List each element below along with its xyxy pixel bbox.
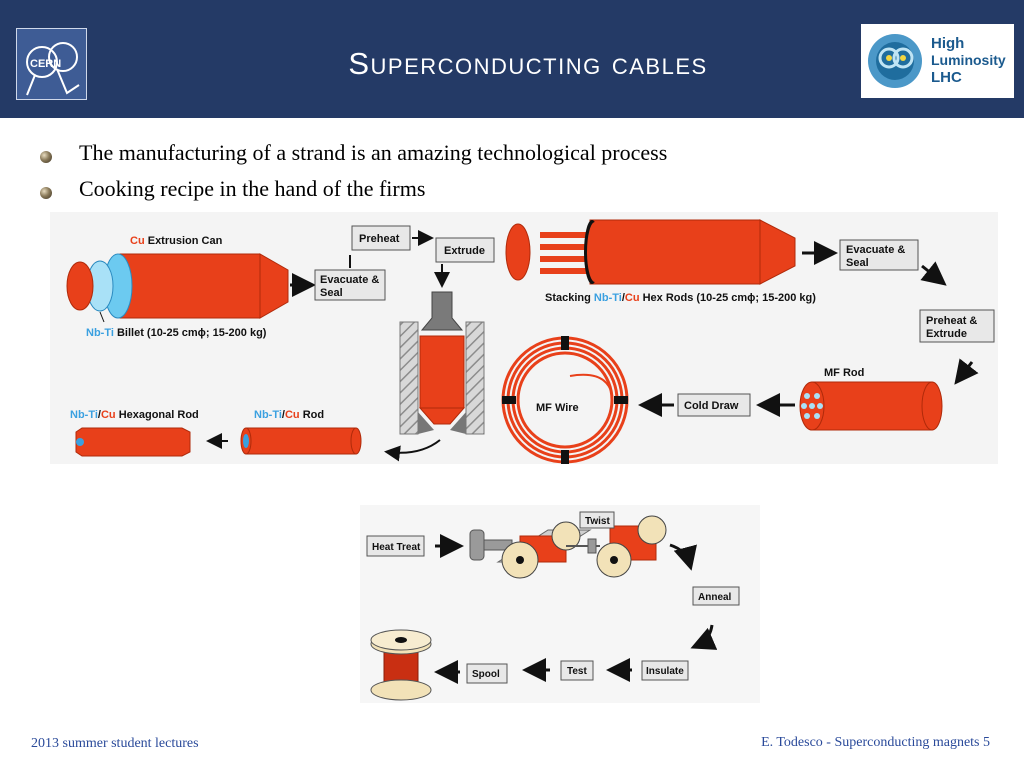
nbti-label: Nb-Ti <box>86 327 114 339</box>
cold-draw-label: Cold Draw <box>684 400 739 412</box>
stacking-label: Stacking <box>545 292 594 304</box>
bullet-text-1: The manufacturing of a strand is an amaz… <box>79 140 668 165</box>
rod-cu: Cu <box>285 409 300 421</box>
extrusion-press <box>384 291 485 462</box>
hl-logo-line3: LHC <box>931 69 962 86</box>
rod-label: Rod <box>300 409 324 421</box>
bullet-icon <box>40 151 52 163</box>
hex-rod-stack <box>505 219 796 285</box>
round-rod <box>240 427 362 455</box>
header-bar: CERN Superconducting cables High Luminos… <box>0 0 1024 118</box>
preheat-extrude-line1: Preheat & <box>926 315 977 327</box>
svg-text:Nb-Ti/Cu Rod: Nb-Ti/Cu Rod <box>254 409 324 421</box>
hex-rod-label: Hexagonal Rod <box>116 409 199 421</box>
rod-nbti: Nb-Ti <box>254 409 282 421</box>
twist-label: Twist <box>585 516 610 527</box>
svg-text:Cu Extrusion Can: Cu Extrusion Can <box>130 235 223 247</box>
stacking-hex-rods: Hex Rods (10-25 cm <box>640 292 748 304</box>
anneal-label: Anneal <box>698 592 732 603</box>
hl-logo-line2: Luminosity <box>931 52 1006 68</box>
hl-logo-line1: High <box>931 35 964 52</box>
mf-wire-label: MF Wire <box>536 402 579 414</box>
billet-label: Billet (10-25 cm <box>114 327 198 339</box>
footer-right: E. Todesco - Superconducting magnets 5 <box>761 735 990 750</box>
slide-title: Superconducting cables <box>348 46 708 81</box>
evacuate-seal-2-line1: Evacuate & <box>846 244 905 256</box>
svg-text:Nb-Ti/Cu Hexagonal Rod: Nb-Ti/Cu Hexagonal Rod <box>70 409 199 421</box>
insulate-label: Insulate <box>646 666 684 677</box>
svg-text:Stacking Nb-Ti/Cu Hex Rods (10: Stacking Nb-Ti/Cu Hex Rods (10-25 cmϕ; 1… <box>545 292 816 304</box>
cu-label: Cu <box>130 235 145 247</box>
phi-symbol: ϕ <box>747 292 755 304</box>
wire-spool <box>370 629 432 701</box>
hl-lhc-logo-graphic: High Luminosity LHC <box>868 34 1006 88</box>
hex-rod-nbti: Nb-Ti <box>70 409 98 421</box>
evacuate-seal-1-line1: Evacuate & <box>320 274 379 286</box>
hl-lhc-logo: High Luminosity LHC <box>861 24 1014 98</box>
stacking-nbti: Nb-Ti <box>594 292 622 304</box>
mf-rod <box>799 381 943 431</box>
test-label: Test <box>567 666 587 677</box>
heat-treat-label: Heat Treat <box>372 542 421 553</box>
stacking-slash: / <box>622 292 625 304</box>
phi-symbol: ϕ <box>198 327 206 339</box>
hex-rod-slash: / <box>98 409 101 421</box>
stacking-mass: ; 15-200 kg) <box>755 292 816 304</box>
evacuate-seal-2-line2: Seal <box>846 257 869 269</box>
preheat-extrude-line2: Extrude <box>926 328 967 340</box>
rod-slash: / <box>282 409 285 421</box>
hexagonal-rod <box>75 427 191 457</box>
hex-rod-cu: Cu <box>101 409 116 421</box>
bullet-text-2: Cooking recipe in the hand of the firms <box>79 176 426 201</box>
svg-text:Nb-Ti Billet (10-25 cmϕ; 15-20: Nb-Ti Billet (10-25 cmϕ; 15-200 kg) <box>86 327 267 339</box>
cern-logo-graphic: CERN <box>26 42 80 96</box>
preheat-label: Preheat <box>359 233 400 245</box>
footer-left: 2013 summer student lectures <box>31 736 199 751</box>
billet-mass: ; 15-200 kg) <box>206 327 267 339</box>
stacking-cu: Cu <box>625 292 640 304</box>
mf-rod-label: MF Rod <box>824 367 864 379</box>
evacuate-seal-1-line2: Seal <box>320 287 343 299</box>
extrude-label: Extrude <box>444 245 485 257</box>
mf-wire-coil <box>501 336 629 464</box>
bullet-icon <box>40 187 52 199</box>
cern-logo-text: CERN <box>30 58 61 70</box>
extrusion-can-label: Extrusion Can <box>145 235 223 247</box>
spool-label: Spool <box>472 669 500 680</box>
cu-extrusion-can <box>66 253 289 319</box>
twist-machine <box>469 515 667 579</box>
cern-logo: CERN <box>16 28 87 100</box>
